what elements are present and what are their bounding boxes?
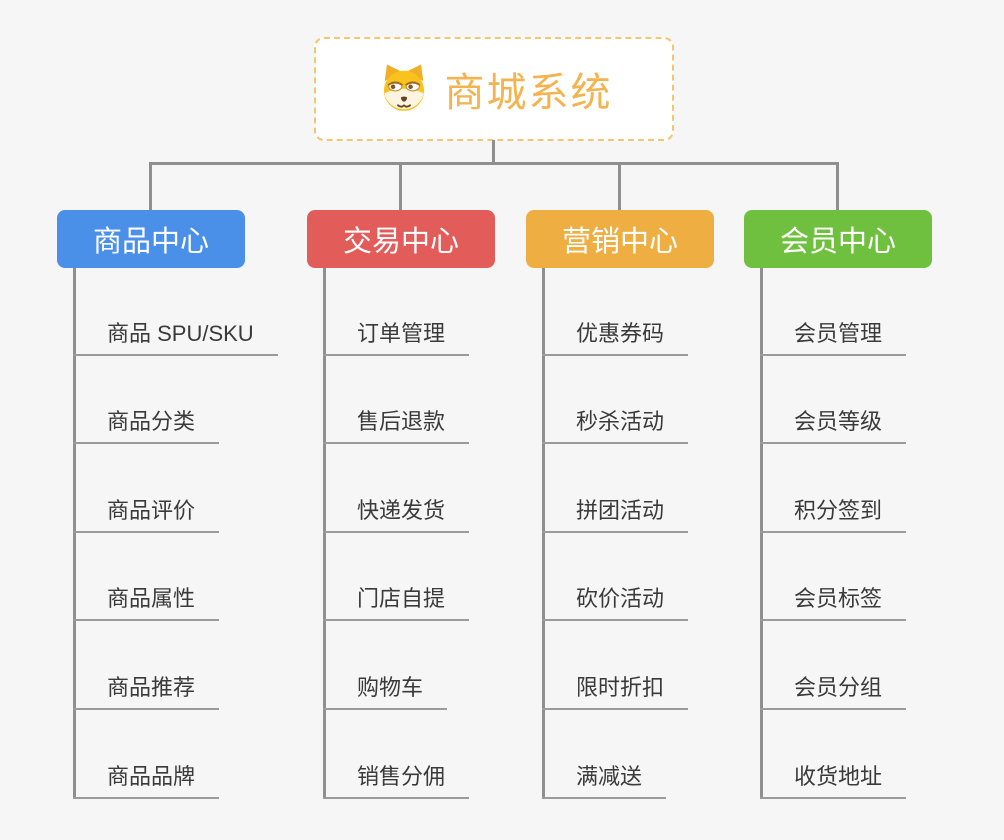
branch-children-member-center: 会员管理 会员等级 积分签到 会员标签 会员分组 收货地址	[760, 267, 907, 799]
child-topic[interactable]: 会员分组	[760, 621, 907, 710]
connector-branch-spine	[760, 268, 763, 799]
child-topic[interactable]: 销售分佣	[323, 710, 470, 799]
child-topic[interactable]: 门店自提	[323, 533, 470, 622]
child-topic[interactable]: 快递发货	[323, 444, 470, 533]
child-topic[interactable]: 优惠券码	[542, 267, 689, 356]
child-topic[interactable]: 收货地址	[760, 710, 907, 799]
child-topic[interactable]: 购物车	[323, 621, 448, 710]
root-node[interactable]: 商城系统	[314, 37, 674, 141]
connector-branch-spine	[542, 268, 545, 799]
child-topic[interactable]: 会员等级	[760, 356, 907, 445]
connector-drop	[836, 162, 839, 210]
branch-node-member-center[interactable]: 会员中心	[744, 210, 932, 268]
dog-face-icon	[376, 61, 432, 117]
connector-drop	[399, 162, 402, 210]
child-topic[interactable]: 限时折扣	[542, 621, 689, 710]
branch-children-marketing-center: 优惠券码 秒杀活动 拼团活动 砍价活动 限时折扣 满减送	[542, 267, 689, 799]
branch-node-product-center[interactable]: 商品中心	[57, 210, 245, 268]
branch-children-product-center: 商品 SPU/SKU 商品分类 商品评价 商品属性 商品推荐 商品品牌	[73, 267, 278, 799]
child-topic[interactable]: 商品分类	[73, 356, 220, 445]
child-topic[interactable]: 商品 SPU/SKU	[73, 267, 278, 356]
branch-node-marketing-center[interactable]: 营销中心	[526, 210, 714, 268]
child-topic[interactable]: 砍价活动	[542, 533, 689, 622]
connector-drop	[149, 162, 152, 210]
branch-children-trade-center: 订单管理 售后退款 快递发货 门店自提 购物车 销售分佣	[323, 267, 470, 799]
connector-branch-spine	[73, 268, 76, 799]
child-topic[interactable]: 积分签到	[760, 444, 907, 533]
child-topic[interactable]: 拼团活动	[542, 444, 689, 533]
child-topic[interactable]: 会员管理	[760, 267, 907, 356]
child-topic[interactable]: 商品推荐	[73, 621, 220, 710]
child-topic[interactable]: 商品品牌	[73, 710, 220, 799]
child-topic[interactable]: 满减送	[542, 710, 667, 799]
child-topic[interactable]: 订单管理	[323, 267, 470, 356]
connector-branch-spine	[323, 268, 326, 799]
child-topic[interactable]: 商品属性	[73, 533, 220, 622]
connector-root-stub	[492, 140, 495, 164]
root-title: 商城系统	[444, 71, 613, 115]
connector-drop	[618, 162, 621, 210]
child-topic[interactable]: 会员标签	[760, 533, 907, 622]
child-topic[interactable]: 商品评价	[73, 444, 220, 533]
child-topic[interactable]: 售后退款	[323, 356, 470, 445]
branch-node-trade-center[interactable]: 交易中心	[307, 210, 495, 268]
child-topic[interactable]: 秒杀活动	[542, 356, 689, 445]
connector-bus-line	[149, 162, 839, 165]
